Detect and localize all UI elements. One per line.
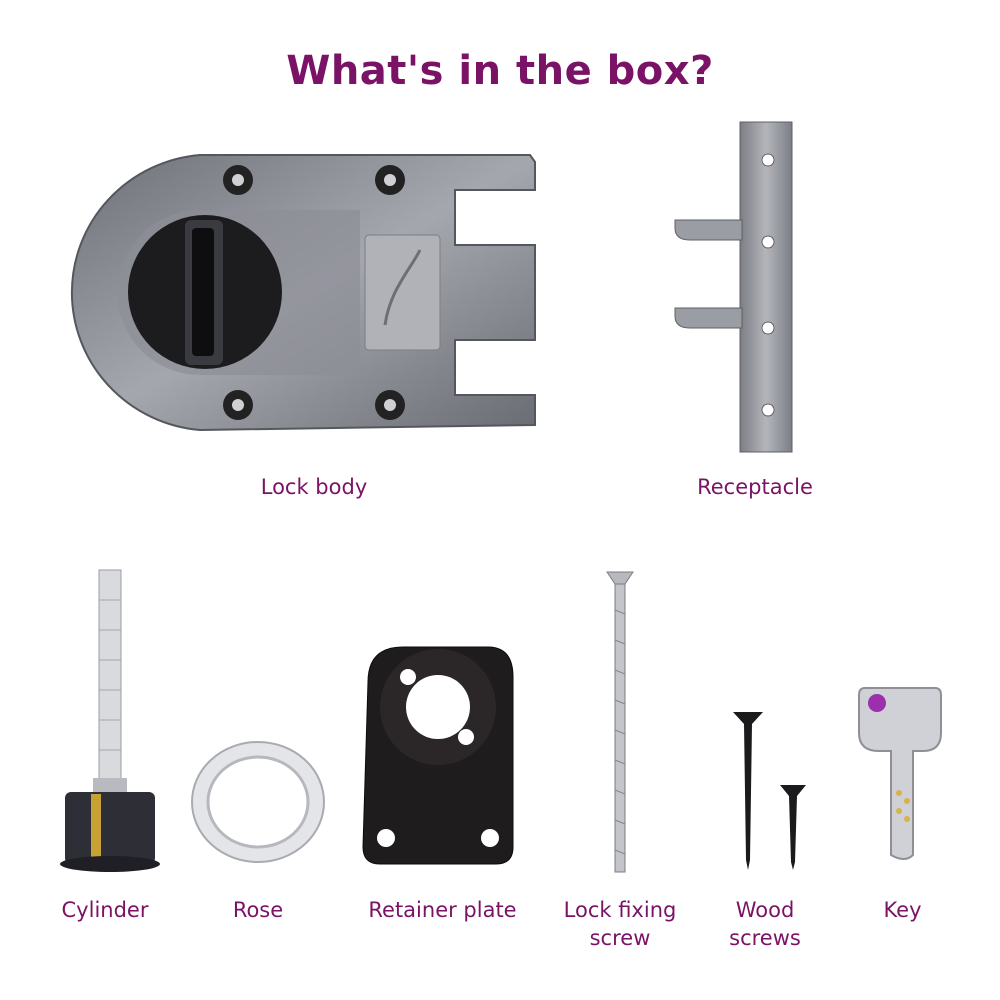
label-key: Key — [883, 898, 922, 922]
label-retainer-plate: Retainer plate — [368, 898, 517, 922]
page-title: What's in the box? — [286, 48, 714, 94]
label-rose: Rose — [232, 898, 284, 922]
lock-body-image — [70, 154, 536, 432]
wood-screws-image — [733, 712, 806, 870]
cylinder-image — [60, 569, 160, 872]
lock-fixing-screw-image — [606, 571, 634, 873]
rose-image — [191, 741, 325, 863]
receptacle-image — [674, 121, 793, 453]
retainer-plate-image — [362, 646, 514, 865]
label-wood-screws: Wood screws — [729, 898, 801, 950]
key-image — [858, 687, 942, 860]
label-lock-fixing-screw: Lock fixing screw — [563, 898, 677, 950]
label-receptacle: Receptacle — [697, 475, 813, 499]
label-lock-body: Lock body — [260, 475, 368, 499]
label-cylinder: Cylinder — [61, 898, 149, 922]
